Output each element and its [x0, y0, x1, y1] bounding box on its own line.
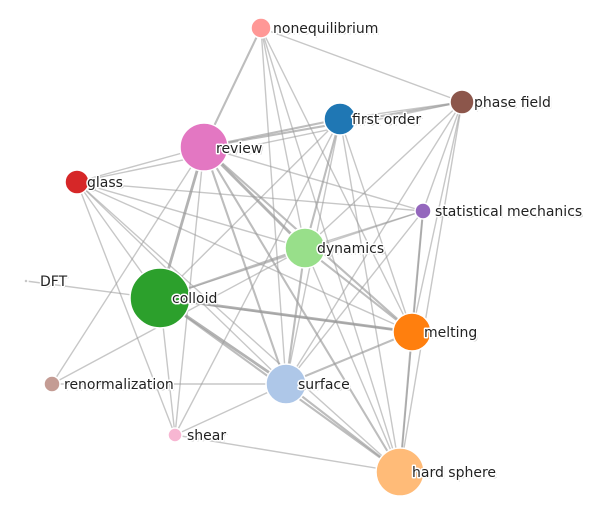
node-label-nonequilibrium: nonequilibrium — [273, 21, 378, 37]
node-label-shear: shear — [187, 428, 226, 444]
edge-review-renormalization — [51, 146, 205, 385]
node-label-shadow-nonequilibrium: nonequilibrium — [275, 23, 380, 39]
node-dynamics[interactable] — [284, 227, 326, 269]
node-label-shadow-melting: melting — [426, 327, 479, 343]
edge-review-hard_sphere — [202, 145, 402, 474]
edge-statistical_mechanics-review — [203, 146, 424, 212]
node-label-shadow-hard-sphere: hard sphere — [414, 467, 498, 483]
node-label-statistical-mechanics: statistical mechanics — [435, 204, 582, 220]
node-glass[interactable] — [64, 169, 90, 195]
edge-phase_field-first_order — [339, 101, 463, 120]
edge-first_order-dynamics — [303, 117, 342, 250]
edge-nonequilibrium-dynamics — [260, 27, 306, 249]
edge-phase_field-melting — [411, 101, 463, 333]
edge-first_order-shear — [174, 118, 341, 436]
edge-first_order-colloid — [159, 118, 341, 299]
edge-glass-statistical_mechanics — [76, 181, 424, 212]
node-label-shadow-statistical-mechanics: statistical mechanics — [437, 206, 584, 222]
edge-phase_field-hard_sphere — [399, 101, 463, 473]
edge-nonequilibrium-surface — [260, 27, 287, 385]
edge-colloid-melting — [158, 296, 414, 334]
edge-shear-hard_sphere — [174, 434, 401, 473]
node-label-shadow-dynamics: dynamics — [319, 243, 386, 259]
node-label-shadow-surface: surface — [300, 379, 352, 395]
node-colloid[interactable] — [129, 267, 191, 329]
node-label-shadow-review: review — [218, 143, 264, 159]
node-review[interactable] — [179, 122, 229, 172]
node-label-glass: glass — [87, 175, 123, 191]
node-hard-sphere[interactable] — [375, 447, 425, 497]
node-label-hard-sphere: hard sphere — [412, 465, 496, 481]
node-label-colloid: colloid — [172, 291, 217, 307]
node-label-shadow-first-order: first order — [354, 114, 423, 130]
edge-dynamics-melting — [303, 246, 414, 334]
node-label-renormalization: renormalization — [64, 377, 174, 393]
edge-nonequilibrium-phase_field — [260, 27, 463, 103]
edge-melting-surface — [284, 330, 414, 386]
node-layer — [23, 17, 475, 497]
node-surface[interactable] — [265, 363, 307, 405]
edge-glass-melting — [76, 181, 413, 333]
node-label-dynamics: dynamics — [317, 241, 384, 257]
node-label-phase-field: phase field — [474, 95, 551, 111]
edge-phase_field-glass — [76, 101, 463, 183]
node-label-shadow-dft: DFT — [42, 276, 70, 292]
edge-glass-dynamics — [76, 181, 306, 249]
node-nonequilibrium[interactable] — [250, 17, 272, 39]
edge-nonequilibrium-hard_sphere — [260, 27, 401, 473]
edge-nonequilibrium-melting — [260, 27, 413, 333]
edge-review-surface — [202, 145, 288, 386]
node-label-first-order: first order — [352, 112, 421, 128]
edge-phase_field-statistical_mechanics — [422, 101, 463, 212]
node-statistical-mechanics[interactable] — [414, 202, 432, 220]
edge-glass-shear — [76, 181, 176, 436]
edge-dynamics-hard_sphere — [304, 247, 401, 473]
node-label-shadow-phase-field: phase field — [476, 97, 553, 113]
node-label-melting: melting — [424, 325, 477, 341]
edge-phase_field-dynamics — [304, 101, 463, 249]
node-label-shadow-renormalization: renormalization — [66, 379, 176, 395]
node-label-shadow-shear: shear — [189, 430, 228, 446]
node-dft[interactable] — [23, 278, 29, 284]
node-melting[interactable] — [392, 312, 432, 352]
node-renormalization[interactable] — [43, 375, 61, 393]
edge-layer — [25, 26, 464, 474]
edge-statistical_mechanics-surface — [285, 210, 424, 385]
node-label-dft: DFT — [40, 274, 68, 290]
node-label-review: review — [216, 141, 262, 157]
node-label-shadow-colloid: colloid — [174, 293, 219, 309]
node-shear[interactable] — [167, 427, 183, 443]
node-phase-field[interactable] — [449, 89, 475, 115]
edge-phase_field-surface — [285, 101, 463, 385]
node-first-order[interactable] — [323, 102, 357, 136]
edge-glass-hard_sphere — [76, 181, 401, 473]
node-label-shadow-glass: glass — [89, 177, 125, 193]
node-label-surface: surface — [298, 377, 350, 393]
